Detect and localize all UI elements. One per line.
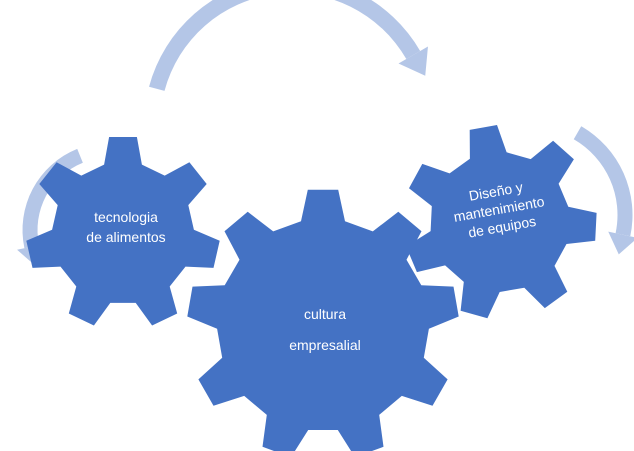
right-gear-icon: [406, 125, 597, 319]
gear-label-tecnologia: tecnologia de alimentos: [86, 209, 166, 245]
left-gear-icon: [26, 137, 220, 326]
left-curved-arrow-icon: [22, 148, 83, 249]
top-arrowhead-icon: [398, 46, 428, 76]
top-curved-arrow-icon: [149, 0, 421, 91]
gear-label-cultura: cultura empresalial: [289, 306, 361, 353]
right-curved-arrow-icon: [573, 126, 633, 237]
center-gear-icon: [187, 189, 459, 451]
right-arrowhead-icon: [608, 231, 634, 255]
